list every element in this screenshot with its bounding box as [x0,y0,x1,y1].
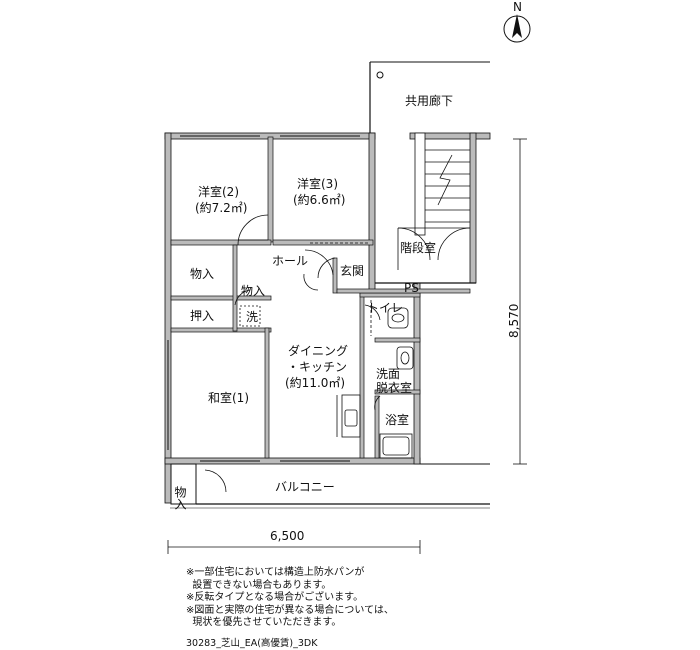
notes: ※一部住宅においては構造上防水パンが 設置できない場合もあります。 ※反転タイプ… [186,567,394,630]
label-washroom1: 洗面 [376,367,400,381]
label-hall: ホール [272,254,308,268]
dimension-width: 6,500 [270,529,304,543]
note-line: 現状を優先させていただきます。 [186,617,342,628]
interior-walls [170,136,471,459]
stairs-drawing [375,132,476,284]
label-storage3: 物入 [173,486,187,510]
corridor-walls [369,61,490,140]
label-laundry: 洗 [246,310,258,324]
label-western2: 洋室(2) [198,184,239,199]
north-arrow-icon: N [503,0,531,43]
windows [167,135,360,462]
label-western3: 洋室(3) [297,176,338,191]
balcony-drawing [170,463,490,509]
label-washroom2: 脱衣室 [376,380,412,395]
label-dining: ダイニング [288,343,348,358]
label-entrance: 玄関 [340,263,364,278]
note-line: ※図面と実際の住宅が異なる場合については、 [186,604,394,616]
label-ps: PS [404,281,419,295]
label-bath: 浴室 [385,412,409,427]
label-storage1: 物入 [190,267,214,281]
dimension-lines [167,138,527,554]
label-dining2: ・キッチン [287,360,347,374]
compass-label: N [513,0,522,14]
label-toilet: トイレ [367,301,403,315]
label-storage2: 物入 [241,284,265,298]
label-stairs: 階段室 [400,240,436,255]
label-corridor: 共用廊下 [405,93,453,108]
label-japanese: 和室(1) [208,390,249,405]
fixtures [239,242,414,459]
label-western2-area: (約7.2㎡) [195,200,247,215]
label-dining-area: (約11.0㎡) [285,375,345,390]
label-western3-area: (約6.6㎡) [293,192,345,207]
dimension-depth: 8,570 [507,304,521,338]
note-line: 設置できない場合もあります。 [186,579,332,591]
note-line: ※反転タイプとなる場合がございます。 [186,592,364,603]
note-line: ※一部住宅においては構造上防水パンが [186,567,365,578]
plan-caption: 30283_芝山_EA(高優賃)_3DK [186,638,318,649]
label-balcony: バルコニー [275,480,335,494]
label-closet: 押入 [190,309,214,323]
doors [204,214,381,493]
